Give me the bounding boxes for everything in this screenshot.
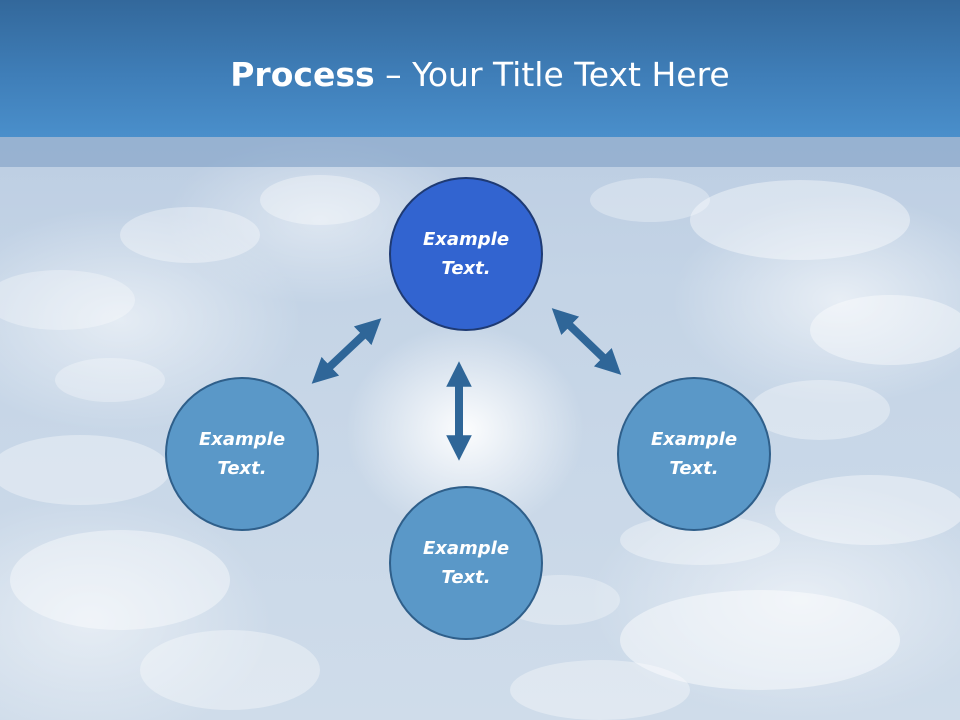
process-node-bottom-label: Example Text. [422, 538, 510, 588]
process-node-left: Example Text. [165, 377, 319, 531]
slide-title: Process – Your Title Text Here [0, 52, 960, 98]
process-node-right: Example Text. [617, 377, 771, 531]
slide-title-rest: – Your Title Text Here [374, 55, 730, 94]
slide-title-bold: Process [230, 55, 375, 94]
title-banner-strip [0, 137, 960, 167]
arrow-top-right [551, 308, 622, 375]
process-node-right-label: Example Text. [650, 429, 738, 479]
arrow-top-left [311, 318, 382, 384]
process-node-left-label: Example Text. [198, 429, 286, 479]
title-banner [0, 0, 960, 137]
process-node-top-label: Example Text. [422, 229, 510, 279]
process-node-bottom: Example Text. [389, 486, 543, 640]
process-node-top: Example Text. [389, 177, 543, 331]
